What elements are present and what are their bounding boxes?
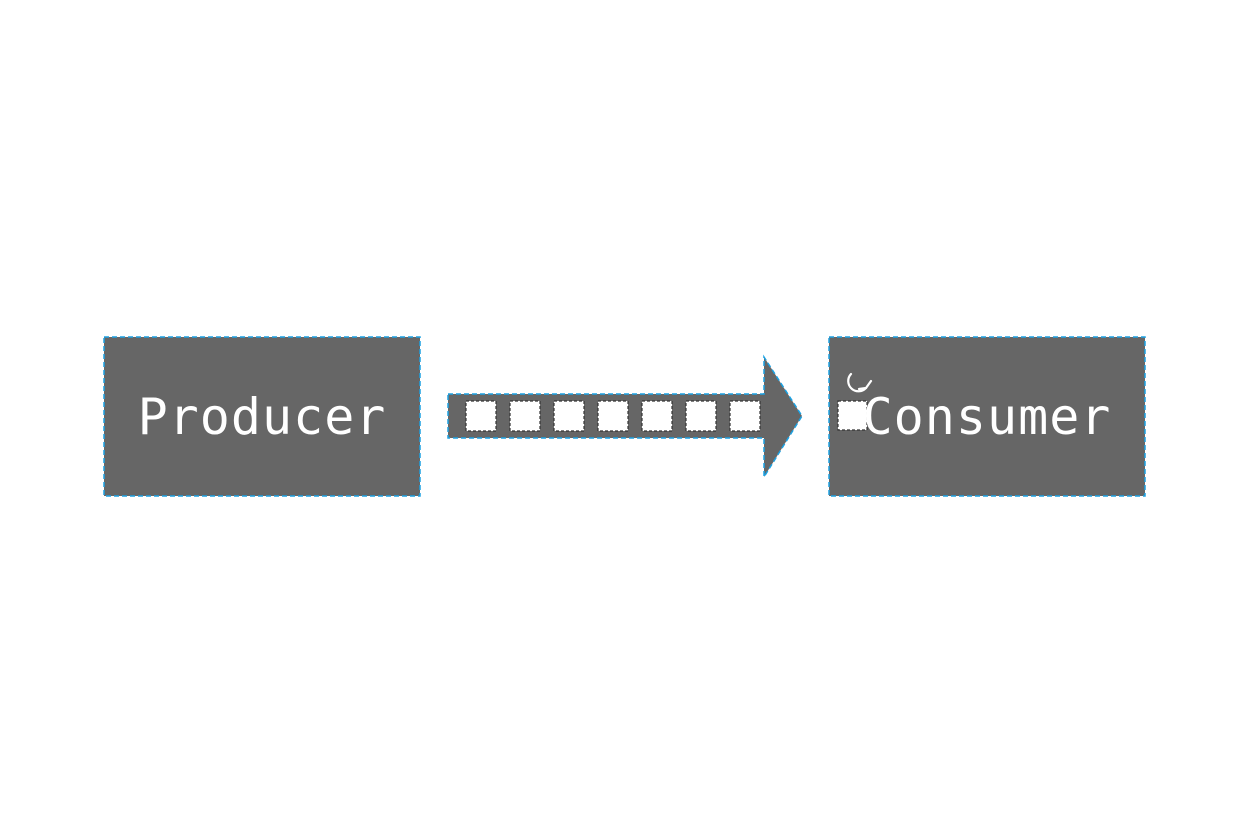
queue-arrow [447, 354, 803, 480]
producer-node: Producer [103, 336, 421, 497]
queue-item-square-icon [465, 400, 497, 432]
consumer-box [828, 336, 1146, 497]
queue-item-square-icon [729, 400, 761, 432]
queue-item-square-icon [509, 400, 541, 432]
queue-item-square-icon [685, 400, 717, 432]
queue-items [465, 400, 761, 432]
queue-item-square-icon [553, 400, 585, 432]
producer-label: Producer [138, 388, 387, 446]
consumer-label: Consumer [863, 388, 1112, 446]
queue-item-square-icon [641, 400, 673, 432]
producer-box [103, 336, 421, 497]
consumer-node: Consumer [828, 336, 1146, 497]
refresh-icon [847, 372, 873, 393]
queue-item-square-icon [597, 400, 629, 432]
consumed-item-square-icon [837, 400, 868, 431]
